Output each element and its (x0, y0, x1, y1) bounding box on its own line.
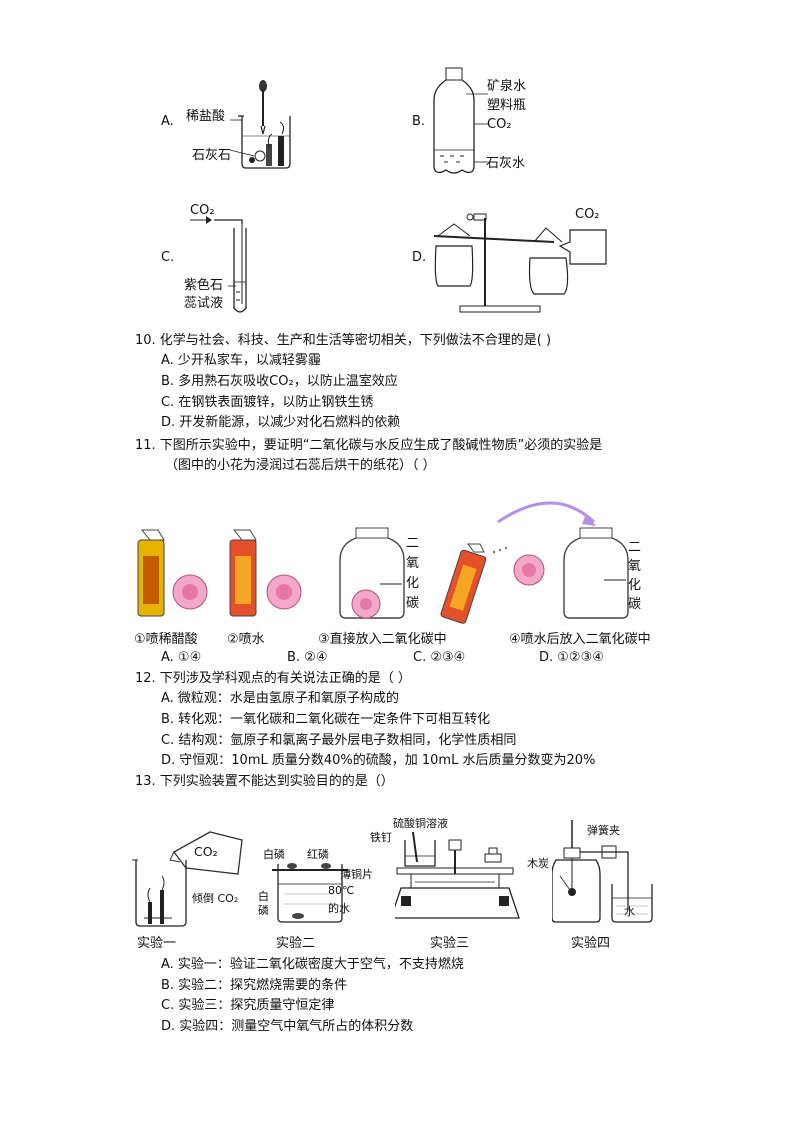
co2-label-vertical-4: 二 氧 化 碳 (628, 540, 642, 612)
question-stem: 12. 下列涉及学科观点的有关说法正确的是（ ） (135, 671, 411, 686)
experiment-3-illustration (395, 831, 520, 919)
label-litmus-1: 紫色石 (184, 278, 224, 293)
option-letter: B. (412, 114, 426, 129)
label-co2: CO₂ (575, 207, 600, 222)
caption-experiment-3: 实验三 (430, 936, 470, 951)
label-hot-water: 的水 (328, 902, 350, 915)
experiment-1-illustration (132, 831, 243, 927)
question-stem-line-1: 11. 下图所示实验中，要证明“二氧化碳与水反应生成了酸碱性物质”必须的实验是 (135, 438, 603, 453)
option-d[interactable]: D. 守恒观：10mL 质量分数40%的硫酸，加 10mL 水后质量分数变为20… (161, 753, 596, 768)
caption-2: ②喷水 (227, 632, 265, 647)
option-letter: A. (161, 114, 174, 129)
label-copper-sheet: 薄铜片 (340, 868, 373, 881)
option-letter: D. (412, 250, 427, 265)
test-tube-litmus-illustration (190, 216, 247, 313)
question-stem: 10. 化学与社会、科技、生产和生活等密切相关，下列做法不合理的是( ) (135, 333, 552, 348)
caption-experiment-4: 实验四 (571, 936, 611, 951)
option-c[interactable]: C. 实验三：探究质量守恒定律 (161, 998, 335, 1013)
co2-label-vertical-3: 二 氧 化 碳 (406, 536, 420, 611)
caption-4: ④喷水后放入二氧化碳中 (509, 632, 651, 647)
option-d[interactable]: D. 开发新能源，以减少对化石燃料的依赖 (161, 415, 401, 430)
experiment-2-illustration (272, 863, 348, 923)
label-limestone: 石灰石 (192, 148, 232, 163)
caption-1: ①喷稀醋酸 (134, 632, 198, 647)
label-co2: CO₂ (487, 117, 512, 132)
label-spring-clip: 弹簧夹 (587, 824, 620, 837)
balance-paper-bags-illustration (433, 213, 607, 313)
option-letter: C. (161, 250, 175, 265)
label-limewater: 石灰水 (486, 156, 526, 171)
option-a[interactable]: A. ①④ (161, 650, 202, 665)
label-mineral-water: 矿泉水 (487, 79, 527, 94)
label-dilute-hcl: 稀盐酸 (186, 109, 226, 124)
label-pour-co2: 倾倒 CO₂ (192, 892, 239, 905)
label-red-phosphorus: 红磷 (307, 848, 329, 861)
plastic-bottle-co2-illustration (433, 67, 488, 174)
label-plastic-bottle: 塑料瓶 (487, 98, 527, 113)
option-b[interactable]: B. 实验二：探究燃烧需要的条件 (161, 978, 348, 993)
option-d[interactable]: D. 实验四：测量空气中氧气所占的体积分数 (161, 1019, 414, 1034)
option-b[interactable]: B. ②④ (287, 650, 328, 665)
option-b[interactable]: B. 多用熟石灰吸收CO₂，以防止温室效应 (161, 374, 398, 389)
litmus-flower-experiment-illustration (137, 501, 629, 624)
label-copper-sulfate: 硫酸铜溶液 (393, 817, 448, 830)
label-co2: CO₂ (194, 844, 218, 859)
option-a[interactable]: A. 微粒观：水是由氢原子和氧原子构成的 (161, 691, 399, 706)
label-white-phosphorus-1: 白磷 (263, 848, 285, 861)
caption-3: ③直接放入二氧化碳中 (318, 632, 447, 647)
label-water: 水 (624, 905, 635, 918)
label-white-phosphorus-2b: 磷 (258, 904, 269, 917)
question-stem: 13. 下列实验装置不能达到实验目的的是（） (135, 774, 394, 789)
beaker-acid-limestone-illustration (230, 80, 291, 169)
option-c[interactable]: C. 在钢铁表面镀锌，以防止钢铁生锈 (161, 395, 374, 410)
label-iron-nail: 铁钉 (370, 831, 392, 844)
option-d[interactable]: D. ①②③④ (539, 650, 604, 665)
option-a[interactable]: A. 少开私家车，以减轻雾霾 (161, 353, 321, 368)
question-stem-line-2: （图中的小花为浸润过石蕊后烘干的纸花）（ ） (165, 458, 436, 473)
option-b[interactable]: B. 转化观：一氧化碳和二氧化碳在一定条件下可相互转化 (161, 712, 491, 727)
option-a[interactable]: A. 实验一：验证二氧化碳密度大于空气，不支持燃烧 (161, 957, 464, 972)
option-c[interactable]: C. 结构观：氩原子和氯离子最外层电子数相同，化学性质相同 (161, 733, 517, 748)
label-white-phosphorus-2a: 白 (258, 890, 269, 903)
experiment-4-illustration (552, 820, 653, 923)
caption-experiment-2: 实验二 (276, 936, 316, 951)
option-c[interactable]: C. ②③④ (413, 650, 466, 665)
label-litmus-2: 蕊试液 (184, 296, 224, 311)
label-co2: CO₂ (190, 203, 215, 218)
caption-experiment-1: 实验一 (137, 936, 177, 951)
label-80c: 80℃ (328, 884, 355, 897)
label-charcoal: 木炭 (527, 857, 549, 870)
